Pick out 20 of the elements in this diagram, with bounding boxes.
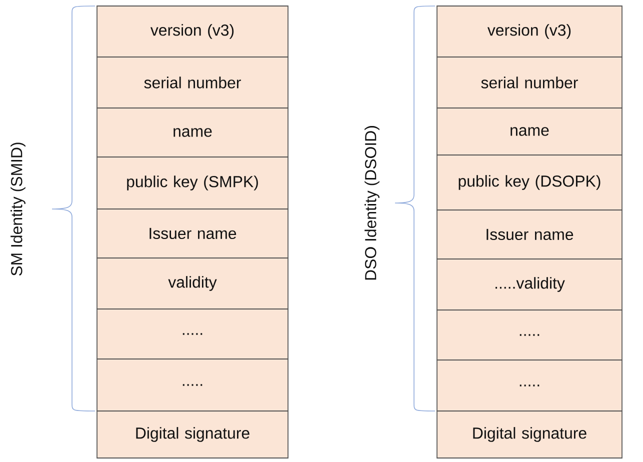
field-cell: public key (DSOPK) (436, 154, 622, 210)
field-cell: ..... (436, 360, 622, 412)
field-cell: ..... (96, 308, 288, 360)
field-cell: serial number (96, 56, 288, 108)
field-cell: public key (SMPK) (96, 156, 288, 210)
field-cell: version (v3) (96, 6, 288, 58)
field-cell: Issuer name (96, 208, 288, 258)
field-cell: serial number (436, 56, 622, 108)
field-cell: .....validity (436, 258, 622, 310)
field-cell: Digital signature (436, 410, 622, 458)
field-cell: name (436, 108, 622, 156)
brace-label: SM Identity (SMID) (10, 142, 26, 276)
field-cell: version (v3) (436, 6, 622, 58)
field-cell: ..... (436, 310, 622, 360)
field-cell: ..... (96, 358, 288, 412)
field-cell: validity (96, 258, 288, 310)
field-cell: Issuer name (436, 210, 622, 260)
field-cell: name (96, 108, 288, 158)
brace-label: DSO Identity (DSOID) (364, 126, 380, 280)
field-cell: Digital signature (96, 410, 288, 458)
